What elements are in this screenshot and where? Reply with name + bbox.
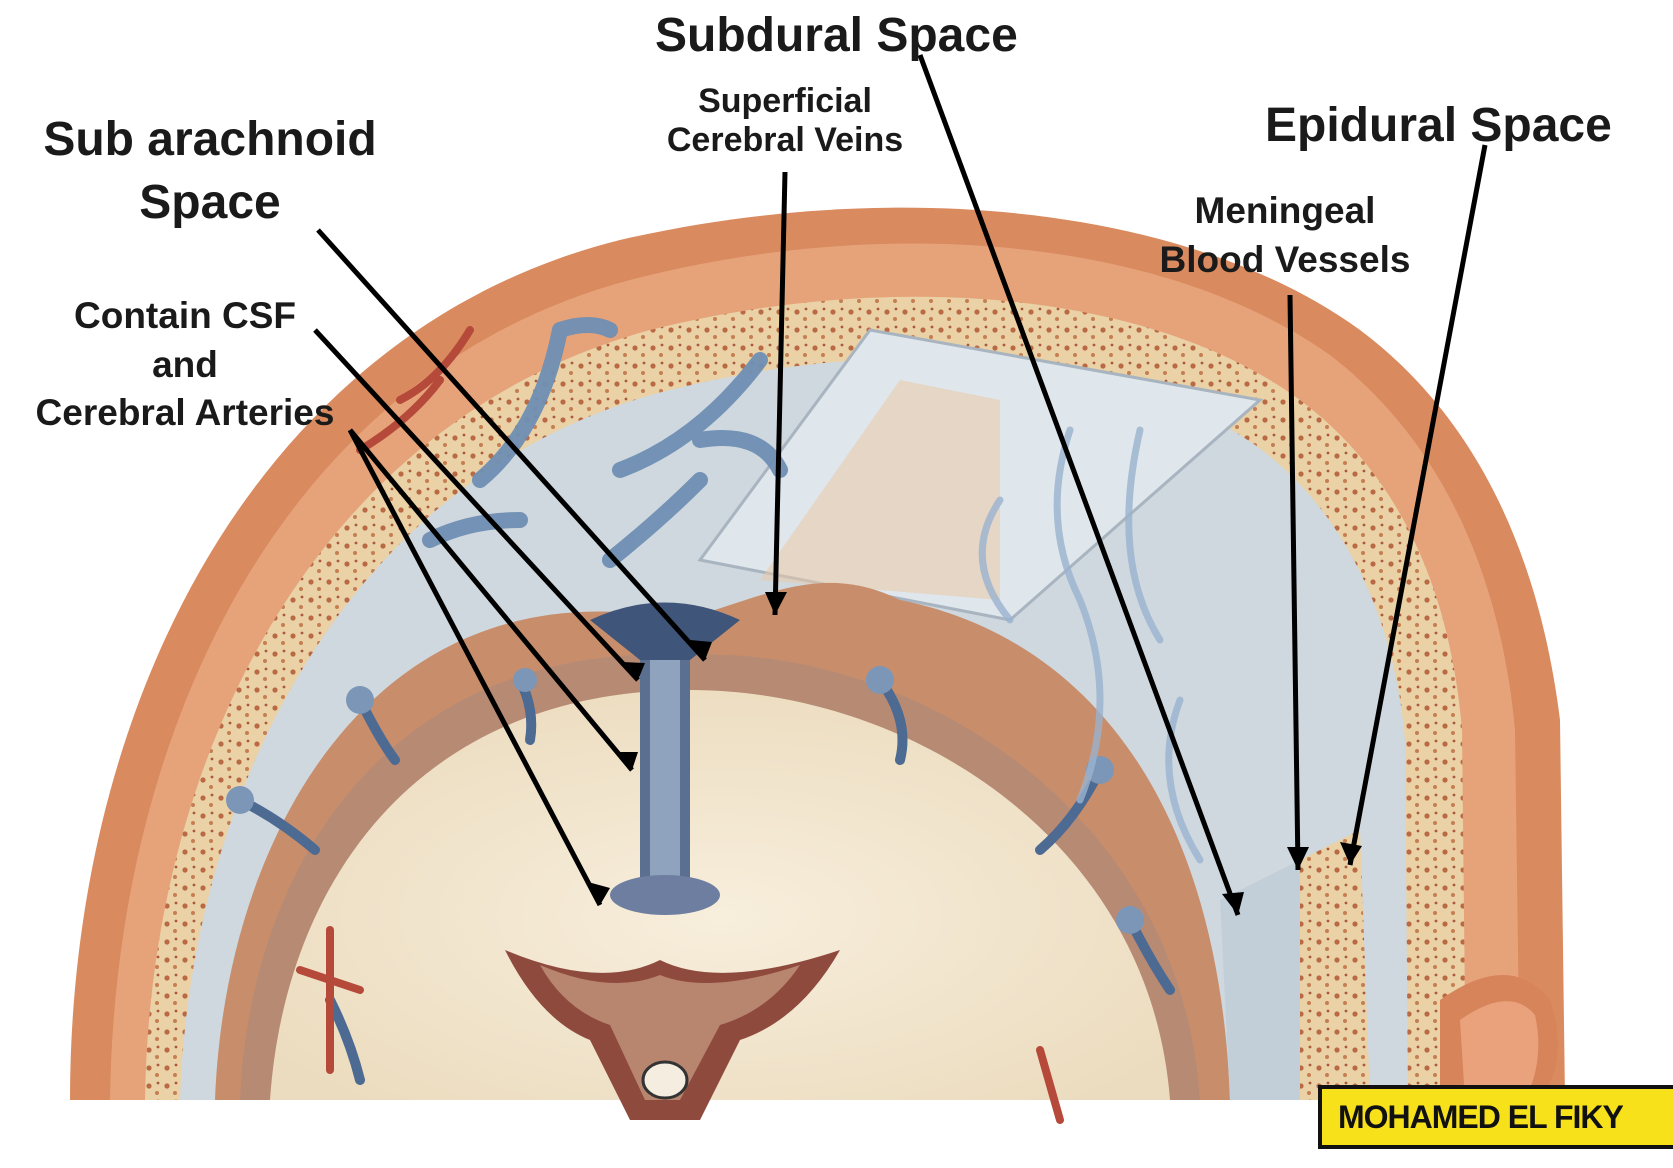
epidural-space-text: Epidural Space [1265, 99, 1612, 152]
subdural-space-label: Subdural Space [655, 8, 1018, 63]
contain-csf-line2: and [10, 344, 360, 387]
subarachnoid-space-line1: Sub arachnoid [20, 112, 400, 167]
epidural-space-label: Epidural Space [1265, 98, 1612, 153]
author-credit-text: MOHAMED EL FIKY [1338, 1099, 1623, 1136]
author-credit-badge: MOHAMED EL FIKY [1318, 1085, 1673, 1149]
superficial-cerebral-veins-line2: Cerebral Veins [655, 121, 915, 160]
meningeal-blood-vessels-label: Meningeal Blood Vessels [1135, 190, 1435, 281]
superficial-cerebral-veins-line1: Superficial [655, 82, 915, 121]
meningeal-blood-vessels-line2: Blood Vessels [1135, 239, 1435, 282]
contain-csf-label: Contain CSF and Cerebral Arteries [10, 295, 360, 435]
meningeal-blood-vessels-line1: Meningeal [1135, 190, 1435, 233]
subdural-space-text: Subdural Space [655, 9, 1018, 62]
subarachnoid-space-label: Sub arachnoid Space [20, 112, 400, 230]
contain-csf-line3: Cerebral Arteries [10, 392, 360, 435]
contain-csf-line1: Contain CSF [10, 295, 360, 338]
superficial-cerebral-veins-label: Superficial Cerebral Veins [655, 82, 915, 160]
subarachnoid-space-line2: Space [20, 175, 400, 230]
